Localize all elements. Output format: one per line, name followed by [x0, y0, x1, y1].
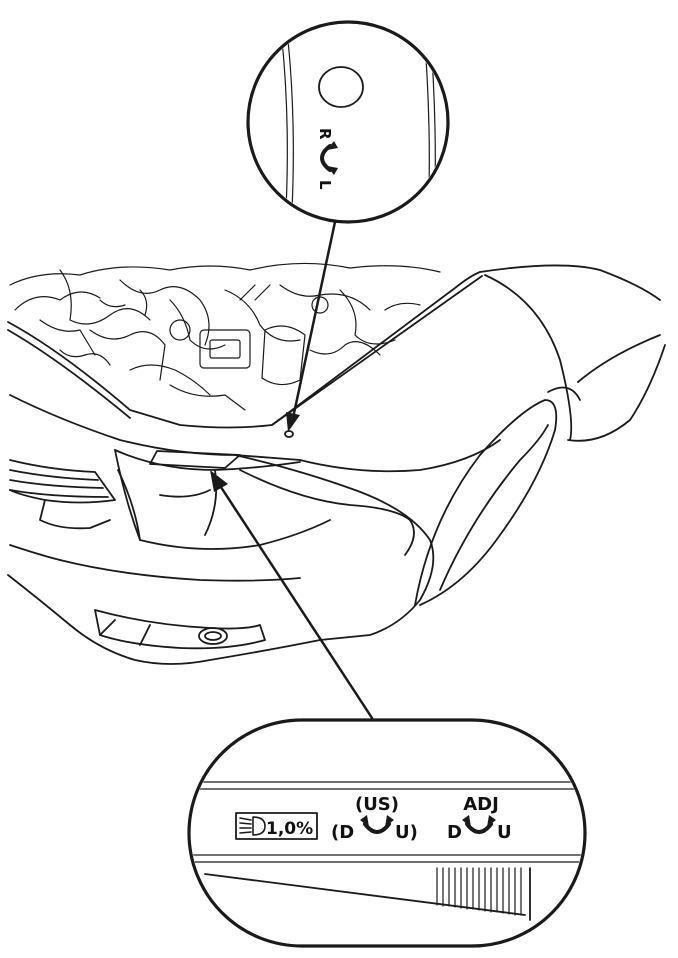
bottom-callout: 1,0% (US) (D U) ADJ D U	[187, 470, 587, 948]
adj-up-label: U	[497, 822, 512, 843]
us-up-label: U)	[395, 822, 418, 843]
hood	[7, 271, 483, 429]
leader-line-bottom	[213, 476, 374, 720]
hatched-area	[436, 867, 522, 916]
low-beam-headlight-icon	[239, 816, 266, 836]
adj-label: ADJ	[463, 794, 499, 815]
adjuster-hole-detail	[318, 66, 364, 108]
leader-arrowhead-top	[286, 412, 300, 432]
aim-percent-box	[235, 812, 318, 840]
curved-arrow-icon	[360, 815, 394, 834]
us-label: (US)	[355, 794, 399, 815]
rotation-left-letter: R	[316, 128, 334, 140]
aim-percent-label: 1,0%	[266, 819, 313, 839]
bottom-callout-frame	[187, 718, 587, 948]
rotation-right-letter: L	[316, 180, 334, 190]
us-down-label: (D	[331, 822, 354, 843]
engine-bay	[9, 262, 441, 411]
adjuster-hole	[284, 430, 294, 438]
leader-arrowhead-bottom	[210, 470, 228, 492]
curved-arrow-icon	[462, 815, 496, 834]
leader-line-top	[291, 220, 337, 420]
car-body	[7, 264, 666, 665]
adj-down-label: D	[447, 822, 462, 843]
car-front-illustration	[7, 262, 666, 665]
top-callout-circle	[246, 20, 450, 224]
curved-arrow-icon	[320, 141, 338, 175]
aim-label-plate	[149, 450, 241, 469]
